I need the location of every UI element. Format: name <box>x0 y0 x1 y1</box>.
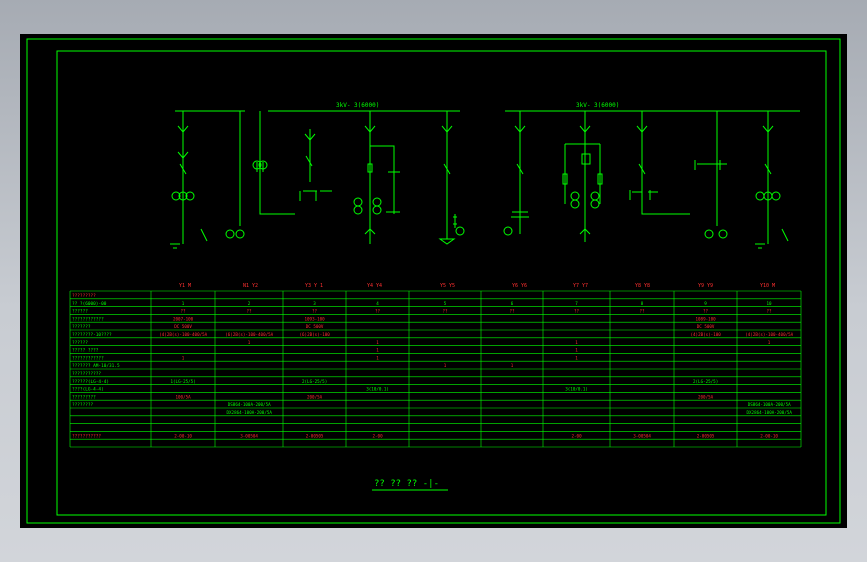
column-number: 5 <box>444 301 447 306</box>
cabinet-tag: Y6 Y6 <box>512 283 527 289</box>
table-cell: ?? <box>510 309 516 314</box>
column-number: 2 <box>248 301 251 306</box>
schematic-canvas: 3kV- 3(6000) 3kV- 3(6000) <box>26 38 841 524</box>
table-cell: (4)2B(s)-100-400/5A <box>159 332 207 337</box>
table-cell: ?? <box>181 309 187 314</box>
column-number: 4 <box>376 301 379 306</box>
column-number: 10 <box>767 301 773 306</box>
column-number: 1 <box>182 301 185 306</box>
row-label: ????(LG-4-4) <box>72 387 104 393</box>
table-cell: 3(10/0.1) <box>565 387 588 392</box>
table-cell: 2-00 <box>373 433 384 438</box>
table-cell: 1(LG-25/5) <box>171 379 196 384</box>
column-number: 7 <box>575 301 578 306</box>
table-cell: 3-00504 <box>240 433 258 438</box>
row-label: ???????? <box>72 402 94 408</box>
table-cell: 200/5A <box>698 394 714 399</box>
cabinet-tag: Y8 Y8 <box>635 283 650 289</box>
inner-frame <box>56 50 827 516</box>
table-cell: 1 <box>182 355 185 360</box>
table-cell: 2007-100 <box>173 316 194 321</box>
table-cell: 2-00-10 <box>174 433 192 438</box>
row-label: ??????? <box>72 324 91 330</box>
table-cell: 1 <box>575 355 578 360</box>
row-label: ??????????? <box>72 371 101 377</box>
table-cell: 100/5A <box>176 394 192 399</box>
table-cell: 2-00-10 <box>760 433 778 438</box>
equipment-table: ????????? ?? ?(6000)-00??????????????????… <box>69 290 802 448</box>
table-cell: 1 <box>575 348 578 353</box>
table-cell: 1 <box>376 355 379 360</box>
row-label: ?????? <box>72 309 88 315</box>
row-label: ???????????? <box>72 316 104 322</box>
row-label: ?????? <box>72 340 88 346</box>
column-number: 9 <box>704 301 707 306</box>
table-cell: ?? <box>375 309 381 314</box>
row-label: ?? ?(6000)-00 <box>72 301 107 307</box>
bus-label-1: 3kV- 3(6000) <box>336 102 379 109</box>
table-cell: 1 <box>444 363 447 368</box>
table-cell: (6)2B(s)-100 <box>300 332 331 337</box>
table-cell: 1089-100 <box>696 316 717 321</box>
row-label: ??????? AM-10/31.5 <box>72 363 120 369</box>
table-cell: 1 <box>376 340 379 345</box>
table-cell: 1 <box>768 340 771 345</box>
table-cell: 1 <box>248 340 251 345</box>
table-cell: DX2864-100A-200/5A <box>747 410 793 415</box>
feeder-circuits <box>170 111 789 249</box>
column-number: 8 <box>641 301 644 306</box>
table-cell: 1 <box>376 348 379 353</box>
row-label: ????????-10???? <box>72 332 112 338</box>
table-cell: (6)2B(s)-100-400/5A <box>225 332 273 337</box>
cabinet-tag: Y3 Y 1 <box>305 283 323 289</box>
table-cell: ?? <box>574 309 580 314</box>
table-cell: DX2864-100A-200/5A <box>227 410 273 415</box>
table-cell: DS864-100A-200/5A <box>748 402 791 407</box>
cabinet-tag: Y5 Y5 <box>440 283 455 289</box>
column-number: 3 <box>313 301 316 306</box>
table-cell: (4)2B(s)-100-400/5A <box>745 332 793 337</box>
table-cell: 3(10/0.1) <box>366 387 389 392</box>
table-cell: ?? <box>247 309 253 314</box>
cabinet-tag: Y4 Y4 <box>367 283 382 289</box>
table-cell: 200/5A <box>307 394 323 399</box>
table-cell: 1 <box>511 363 514 368</box>
table-cell: 2(LG-25/5) <box>302 379 327 384</box>
column-number: 6 <box>511 301 514 306</box>
cabinet-tag: Y9 Y9 <box>698 283 713 289</box>
cad-drawing: 3kV- 3(6000) 3kV- 3(6000) <box>20 34 847 528</box>
table-cell: 1 <box>575 340 578 345</box>
row-label: ????????? <box>72 293 96 299</box>
cabinet-tag: Y7 Y7 <box>573 283 588 289</box>
table-cell: ?? <box>703 309 709 314</box>
cabinet-tags: Y1 M N1 Y2 Y3 Y 1 Y4 Y4 Y5 Y5 Y6 Y6 Y7 Y… <box>179 283 775 289</box>
table-cell: 2-00505 <box>697 433 715 438</box>
table-cell: ?? <box>767 309 773 314</box>
table-cell: DS864-100A-200/5A <box>228 402 271 407</box>
table-cell: 3-00504 <box>633 433 651 438</box>
row-label: ??????????? <box>72 433 101 439</box>
table-cell: ?? <box>312 309 318 314</box>
table-cell: ?? <box>640 309 646 314</box>
table-cell: ?? <box>443 309 449 314</box>
table-cell: (4)2B(s)-100 <box>691 332 722 337</box>
outer-frame <box>26 38 841 524</box>
cabinet-tag: N1 Y2 <box>243 283 258 289</box>
row-label: ??????(LG-4-4) <box>72 379 109 385</box>
table-cell: 2-00 <box>572 433 583 438</box>
row-label: ???????????? <box>72 355 104 361</box>
bus-label-2: 3kV- 3(6000) <box>576 102 619 109</box>
cabinet-tag: Y10 M <box>760 283 775 289</box>
row-label: ????? ???? <box>72 348 99 354</box>
cabinet-tag: Y1 M <box>179 283 191 289</box>
table-cell: DC 500V <box>697 324 715 329</box>
table-cell: DC 500V <box>306 324 324 329</box>
table-cell: 2-00505 <box>306 433 324 438</box>
table-cell: 2(LG-25/5) <box>693 379 718 384</box>
table-cell: 1093-100 <box>305 316 326 321</box>
row-label: ????????? <box>72 394 96 400</box>
table-cell: DC 500V <box>174 324 192 329</box>
drawing-title: ?? ?? ?? -|- <box>374 479 439 489</box>
